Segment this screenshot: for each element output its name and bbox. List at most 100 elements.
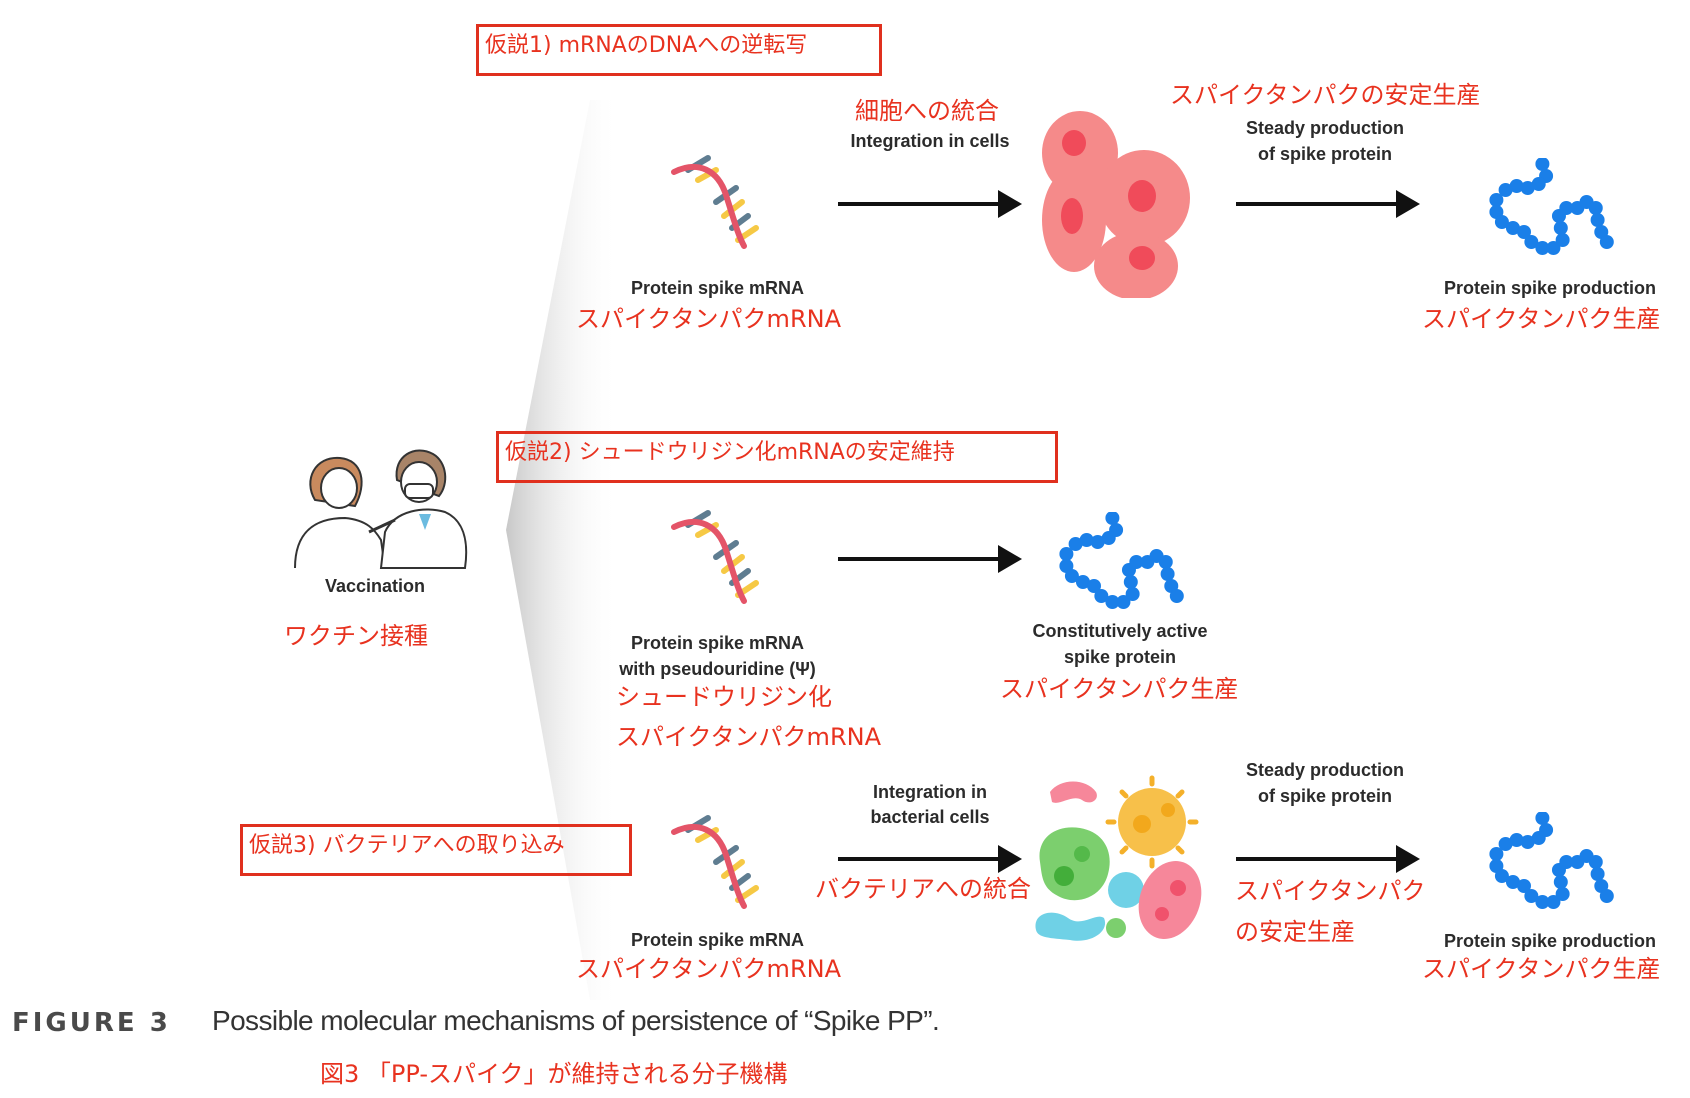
h3-arrow-2 — [1236, 845, 1420, 873]
protein-bead — [1505, 221, 1520, 235]
protein-bead — [1105, 595, 1120, 609]
vaccination-en: Vaccination — [324, 576, 426, 596]
vaccination-icon — [294, 449, 468, 569]
protein-bead — [1524, 889, 1539, 903]
h3-step1-en-2: bacterial cells — [870, 807, 990, 827]
h3-step1-en-1: Integration in — [873, 782, 987, 802]
h3-step2-en-2: of spike protein — [1257, 786, 1392, 806]
spike-protein-icon-2 — [1489, 812, 1614, 909]
figure-label: FIGURE 3 — [12, 1008, 171, 1038]
hypothesis-2-title: 仮説2) シュードウリジン化mRNAの安定維持 — [505, 440, 955, 465]
h2-source-en-1: Protein spike mRNA — [630, 633, 805, 653]
protein-bead — [1075, 575, 1090, 589]
protein-bead — [1509, 179, 1524, 193]
bacteria-icon — [1035, 775, 1202, 941]
h2-source-en-2: with pseudouridine (Ψ) — [619, 659, 816, 679]
vaccination-jp: ワクチン接種 — [284, 622, 428, 650]
h1-arrow-1 — [838, 190, 1022, 218]
protein-bead — [1599, 889, 1614, 903]
protein-bead — [1559, 855, 1574, 869]
h2-source-jp-1: シュードウリジン化 — [616, 683, 832, 711]
protein-bead — [1498, 837, 1513, 851]
h1-arrow-2 — [1236, 190, 1420, 218]
protein-bead — [1079, 533, 1094, 547]
h2-result-en-2: spike protein — [1063, 647, 1177, 667]
hypothesis-1-title: 仮説1) mRNAのDNAへの逆転写 — [485, 33, 808, 58]
h2-result-jp: スパイクタンパク生産 — [1000, 675, 1239, 703]
protein-bead — [1535, 241, 1550, 255]
h3-step2-jp-2: の安定生産 — [1235, 918, 1355, 946]
protein-bead — [1535, 812, 1550, 825]
h1-step2-en-2: of spike protein — [1257, 144, 1392, 164]
protein-bead — [1094, 589, 1109, 603]
protein-bead — [1509, 833, 1524, 847]
human-cells-icon — [1042, 111, 1190, 298]
h1-step1-jp: 細胞への統合 — [855, 97, 999, 125]
h3-source-en: Protein spike mRNA — [630, 930, 805, 950]
protein-bead — [1158, 555, 1173, 569]
protein-bead — [1087, 579, 1101, 593]
protein-bead — [1064, 569, 1079, 583]
protein-bead — [1105, 512, 1120, 525]
h2-source-jp-2: スパイクタンパクmRNA — [616, 723, 881, 751]
protein-bead — [1123, 575, 1138, 589]
protein-bead — [1059, 547, 1074, 561]
protein-bead — [1160, 567, 1175, 581]
branch-fan — [506, 100, 620, 1000]
protein-bead — [1590, 213, 1605, 227]
h3-step2-en-1: Steady production — [1245, 760, 1404, 780]
protein-bead — [1535, 158, 1550, 171]
figure-caption-jp: 図3 「PP-スパイク」が維持される分子機構 — [320, 1060, 788, 1088]
protein-bead — [1590, 867, 1605, 881]
protein-bead — [1090, 535, 1105, 549]
mrna-icon — [671, 155, 759, 249]
h3-step2-jp-1: スパイクタンパク — [1235, 877, 1426, 905]
mrna-icon-bacterial — [671, 815, 759, 909]
hypothesis-3-title-box: 仮説3) バクテリアへの取り込み — [240, 824, 632, 876]
protein-bead — [1494, 215, 1509, 229]
protein-bead — [1553, 875, 1568, 889]
h2-arrow — [838, 545, 1022, 573]
h1-result-en: Protein spike production — [1443, 278, 1657, 298]
protein-bead — [1559, 201, 1574, 215]
protein-bead — [1546, 895, 1561, 909]
h3-result-jp: スパイクタンパク生産 — [1422, 955, 1661, 983]
protein-bead — [1068, 537, 1083, 551]
protein-bead — [1101, 531, 1116, 545]
protein-bead — [1498, 183, 1513, 197]
protein-bead — [1125, 587, 1140, 601]
protein-bead — [1555, 887, 1570, 901]
hypothesis-1-title-box: 仮説1) mRNAのDNAへの逆転写 — [476, 24, 882, 76]
h3-arrow-1 — [838, 845, 1022, 873]
h3-source-jp: スパイクタンパクmRNA — [576, 955, 841, 983]
protein-bead — [1129, 555, 1144, 569]
protein-bead — [1517, 879, 1531, 893]
protein-bead — [1505, 875, 1520, 889]
h3-result-en: Protein spike production — [1443, 931, 1657, 951]
h1-step2-en-1: Steady production — [1245, 118, 1404, 138]
protein-bead — [1546, 241, 1561, 255]
protein-bead — [1169, 589, 1184, 603]
protein-bead — [1489, 193, 1504, 207]
protein-bead — [1588, 201, 1603, 215]
protein-bead — [1520, 181, 1535, 195]
h1-source-jp: スパイクタンパクmRNA — [576, 305, 841, 333]
protein-bead — [1599, 235, 1614, 249]
protein-bead — [1531, 831, 1546, 845]
protein-bead — [1517, 225, 1531, 239]
hypothesis-2-title-box: 仮説2) シュードウリジン化mRNAの安定維持 — [496, 431, 1058, 483]
h2-result-en-1: Constitutively active — [1032, 621, 1208, 641]
protein-bead — [1489, 847, 1504, 861]
h3-step1-jp: バクテリアへの統合 — [815, 875, 1031, 903]
protein-bead — [1553, 221, 1568, 235]
h1-result-jp: スパイクタンパク生産 — [1422, 305, 1661, 333]
protein-bead — [1535, 895, 1550, 909]
protein-bead — [1494, 869, 1509, 883]
protein-bead — [1531, 177, 1546, 191]
pseudouridine-mrna-icon — [671, 510, 759, 604]
protein-bead — [1588, 855, 1603, 869]
protein-bead — [1116, 595, 1131, 609]
protein-bead — [1524, 235, 1539, 249]
protein-bead — [1520, 835, 1535, 849]
figure-caption: Possible molecular mechanisms of persist… — [212, 1005, 940, 1036]
